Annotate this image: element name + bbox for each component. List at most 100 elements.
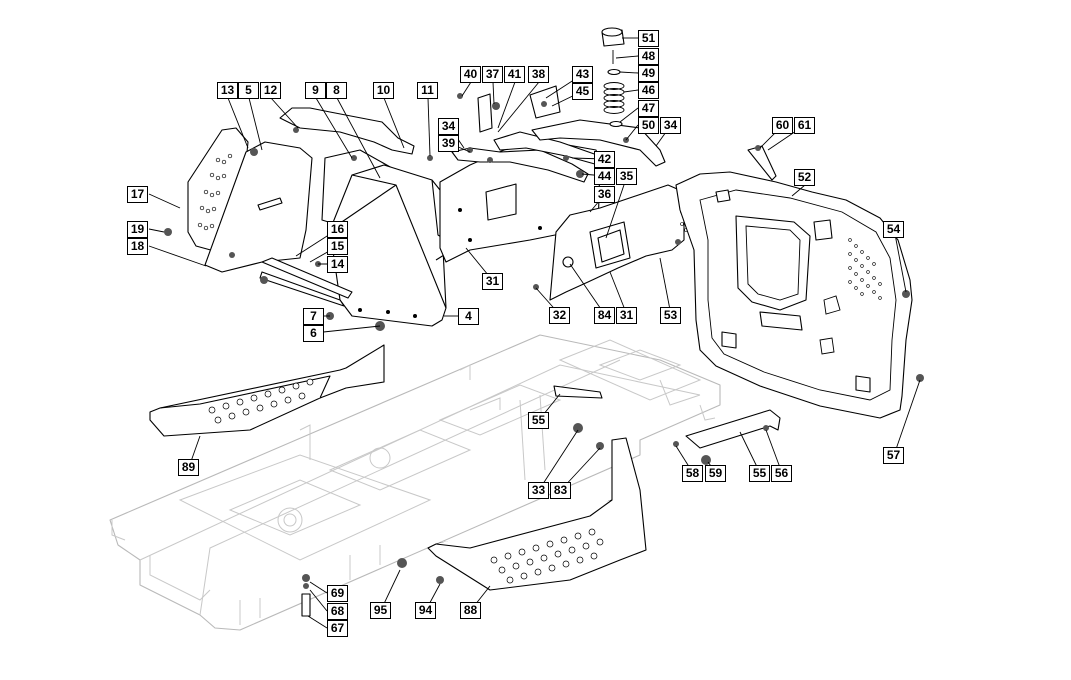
callout-55-left: 55 <box>528 412 549 429</box>
leader-line <box>497 81 516 129</box>
callout-36: 36 <box>594 186 615 203</box>
callout-40: 40 <box>460 66 481 83</box>
callout-45: 45 <box>572 83 593 100</box>
callout-56: 56 <box>771 465 792 482</box>
leader-line <box>309 589 328 612</box>
leader-line <box>336 97 381 179</box>
callout-69: 69 <box>327 585 348 602</box>
leader-line <box>538 429 579 491</box>
leader-line <box>659 257 672 316</box>
callout-37: 37 <box>482 66 503 83</box>
leader-line <box>605 175 628 239</box>
callout-16: 16 <box>327 221 348 238</box>
right-rear-panel <box>549 184 688 301</box>
callout-8: 8 <box>326 82 347 99</box>
callout-60: 60 <box>772 117 793 134</box>
leader-line <box>791 184 806 197</box>
small-bracket <box>747 145 777 181</box>
callout-6: 6 <box>303 325 324 342</box>
callout-89: 89 <box>178 459 199 476</box>
callout-18: 18 <box>127 238 148 255</box>
callout-48: 48 <box>638 48 659 65</box>
knob-and-spring <box>601 27 625 128</box>
leader-line <box>148 193 181 209</box>
callout-95: 95 <box>370 602 391 619</box>
callout-51: 51 <box>638 30 659 47</box>
callout-44: 44 <box>594 168 615 185</box>
leader-line <box>270 97 299 129</box>
callout-19: 19 <box>127 221 148 238</box>
callout-50: 50 <box>638 117 659 134</box>
left-footrest <box>149 344 385 437</box>
left-side-panel <box>187 127 249 253</box>
leader-line <box>492 81 495 105</box>
fender <box>675 171 913 419</box>
callout-84: 84 <box>594 307 615 324</box>
leader-line <box>619 71 639 74</box>
leader-line <box>893 228 907 293</box>
callout-31-right: 31 <box>616 307 637 324</box>
callout-4: 4 <box>458 308 479 325</box>
callout-61: 61 <box>794 117 815 134</box>
callout-54: 54 <box>883 221 904 238</box>
leader-line <box>248 97 263 151</box>
leader-line <box>461 81 472 97</box>
leader-line <box>313 325 381 334</box>
callout-39: 39 <box>438 135 459 152</box>
callout-34-left: 34 <box>438 118 459 135</box>
leader-line <box>623 89 639 93</box>
leader-line <box>148 228 165 233</box>
right-footrest <box>427 437 647 591</box>
leader-line <box>615 55 639 59</box>
leader-line <box>619 107 639 123</box>
callout-33: 33 <box>528 482 549 499</box>
leader-line <box>309 581 328 594</box>
callout-68: 68 <box>327 603 348 620</box>
leader-line <box>383 97 405 149</box>
callout-46: 46 <box>638 82 659 99</box>
callout-9: 9 <box>305 82 326 99</box>
callout-53: 53 <box>660 307 681 324</box>
callout-17: 17 <box>127 186 148 203</box>
callout-47: 47 <box>638 100 659 117</box>
support-brackets <box>553 385 781 449</box>
callout-94: 94 <box>415 602 436 619</box>
callout-12: 12 <box>260 82 281 99</box>
leader-line <box>569 263 606 316</box>
callout-57: 57 <box>883 447 904 464</box>
callout-67: 67 <box>327 620 348 637</box>
callout-32: 32 <box>549 307 570 324</box>
callout-10: 10 <box>373 82 394 99</box>
callout-14: 14 <box>327 256 348 273</box>
leader-line <box>893 379 921 456</box>
callout-43: 43 <box>572 66 593 83</box>
callout-49: 49 <box>638 65 659 82</box>
leader-line <box>497 81 540 133</box>
seat-box <box>329 164 447 327</box>
callout-59: 59 <box>705 465 726 482</box>
leader-line <box>427 97 431 157</box>
chassis-frame <box>109 334 721 631</box>
cross-bar <box>259 257 353 307</box>
leader-line <box>227 97 249 149</box>
leader-line <box>315 97 353 159</box>
callout-88: 88 <box>460 602 481 619</box>
leader-line <box>307 615 328 629</box>
leader-line <box>625 124 639 141</box>
callout-41: 41 <box>504 66 525 83</box>
callout-31-left: 31 <box>482 273 503 290</box>
callout-35: 35 <box>616 168 637 185</box>
leader-line <box>148 245 207 267</box>
callout-38: 38 <box>528 66 549 83</box>
callout-55-right: 55 <box>749 465 770 482</box>
callout-15: 15 <box>327 238 348 255</box>
callout-58: 58 <box>682 465 703 482</box>
callout-11: 11 <box>417 82 438 99</box>
callout-7: 7 <box>303 308 324 325</box>
callout-13: 13 <box>217 82 238 99</box>
callout-34-right: 34 <box>660 117 681 134</box>
callout-83: 83 <box>550 482 571 499</box>
callout-52: 52 <box>794 169 815 186</box>
